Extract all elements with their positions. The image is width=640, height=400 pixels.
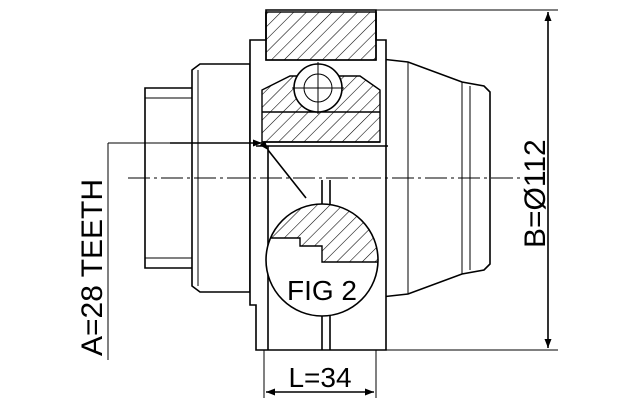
length-label: L=34 (288, 362, 351, 393)
teeth-label: A=28 TEETH (76, 179, 109, 356)
length-dimension: L=34 (263, 350, 377, 398)
ball (292, 62, 344, 114)
teeth-dimension: A=28 TEETH (76, 139, 262, 360)
top-section-hatch (265, 11, 377, 61)
diameter-dimension: B=Ø112 (376, 9, 558, 351)
diameter-label: B=Ø112 (519, 139, 552, 248)
figure-label: FIG 2 (287, 275, 357, 306)
detail-leader (259, 140, 307, 199)
